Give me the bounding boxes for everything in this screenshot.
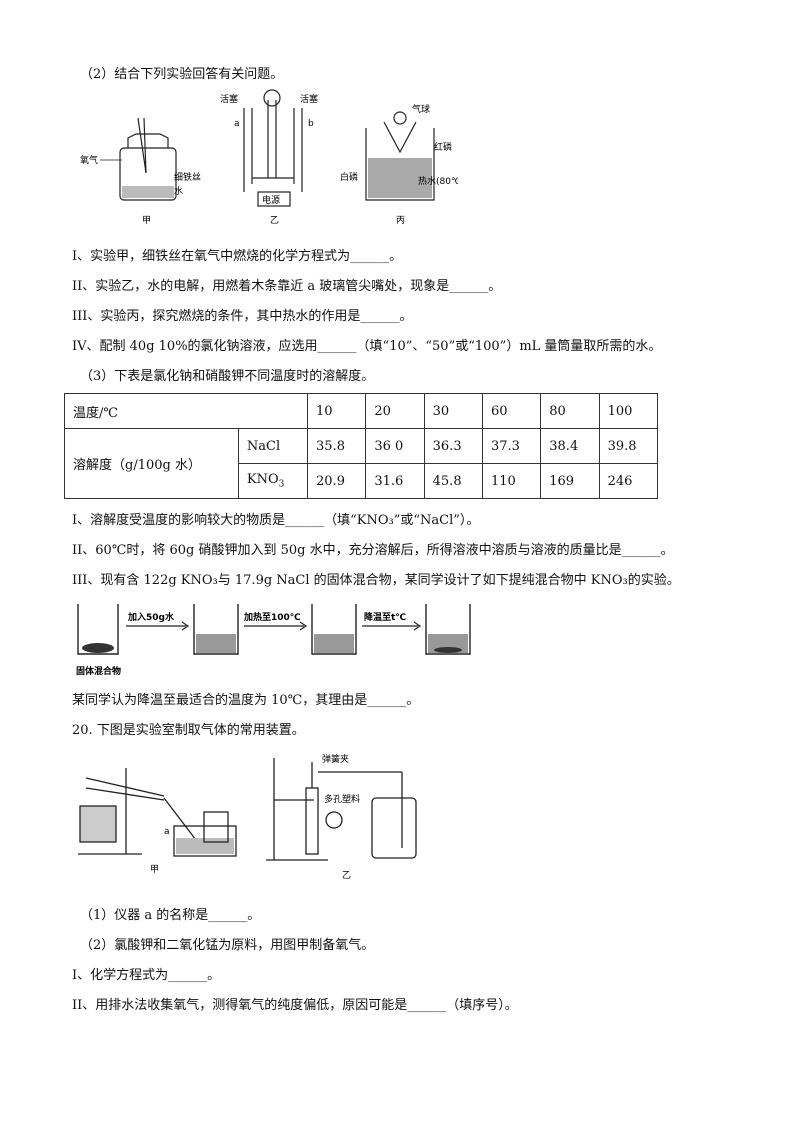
- flow-caption: 固体混合物: [76, 665, 121, 677]
- nacl-value: 38.4: [540, 428, 600, 464]
- label-piston-left: 活塞: [220, 93, 238, 105]
- apparatus-yi-gas: [266, 758, 417, 861]
- nacl-value: 39.8: [598, 428, 659, 464]
- purification-flow-diagram: 加入50g水 加热至100℃ 降温至t℃ 固体混合物: [74, 598, 484, 682]
- label-piston-right: 活塞: [300, 93, 318, 105]
- apparatus-bing: [365, 111, 435, 201]
- nacl-value: 36 0: [365, 428, 425, 464]
- temp-cell: 100: [598, 393, 659, 429]
- temp-cell: 10: [307, 393, 367, 429]
- table-row: 溶解度（g/100g 水） NaCl 35.8 36 0 36.3 37.3 3…: [64, 428, 659, 499]
- kno3-value: 169: [540, 463, 600, 499]
- label-hot-water: 热水(80℃): [418, 175, 458, 187]
- flow-step-1: 加入50g水: [127, 611, 175, 623]
- part2-intro: （2）结合下列实验回答有关问题。: [80, 67, 284, 82]
- label-a-jia: a: [164, 827, 170, 837]
- flow-step-2: 加热至100℃: [243, 611, 301, 623]
- flow-step-3: 降温至t℃: [364, 611, 406, 623]
- table-question-iii: III、现有含 122g KNO₃与 17.9g NaCl 的固体混合物，某同学…: [72, 573, 680, 588]
- nacl-value: 37.3: [481, 428, 542, 464]
- question-ii: II、实验乙，水的电解，用燃着木条靠近 a 玻璃管尖嘴处，现象是______。: [72, 279, 502, 294]
- label-oxygen: 氧气: [80, 154, 98, 166]
- nacl-value: 35.8: [307, 428, 367, 464]
- table-row: 温度/℃ 10 20 30 60 80 100: [63, 393, 659, 429]
- apparatus-jia-heating: [78, 768, 237, 857]
- reason-question: 某同学认为降温至最适合的温度为 10℃，其理由是______。: [72, 693, 420, 708]
- temp-cell: 60: [481, 393, 542, 429]
- table-question-i: I、溶解度受温度的影响较大的物质是______（填“KNO₃”或“NaCl”）。: [72, 513, 480, 528]
- apparatus-yi: [243, 89, 303, 207]
- kno3-value: 31.6: [365, 463, 425, 499]
- table-question-ii: II、60℃时，将 60g 硝酸钾加入到 50g 水中，充分溶解后，所得溶液中溶…: [72, 543, 674, 558]
- label-red-p: 红磷: [434, 141, 452, 153]
- label-yi-20: 乙: [342, 870, 351, 881]
- label-balloon: 气球: [412, 103, 430, 115]
- q20-stem: 20. 下图是实验室制取气体的常用装置。: [72, 723, 305, 738]
- kno3-value: 110: [481, 463, 542, 499]
- question-iv: IV、配制 40g 10%的氯化钠溶液，应选用______（填“10”、“50”…: [72, 339, 662, 354]
- label-clamp: 弹簧夹: [322, 753, 349, 765]
- temp-cell: 80: [540, 393, 600, 429]
- table-row: KNO3 20.9 31.6 45.8 110 169 246: [65, 463, 659, 499]
- question-i: I、实验甲，细铁丝在氧气中燃烧的化学方程式为______。: [72, 249, 403, 264]
- experiment-figure-jia-yi-bing: 氧气 细铁丝 水 甲 活塞 活塞 a b 电源 乙: [78, 88, 458, 233]
- label-plate: 多孔塑料: [324, 793, 360, 805]
- kno3-label: KNO3: [237, 463, 309, 499]
- kno3-value: 246: [598, 463, 659, 499]
- solubility-label: 溶解度（g/100g 水）: [64, 428, 239, 499]
- temp-header: 温度/℃: [63, 393, 309, 429]
- q20-part1: （1）仪器 a 的名称是______。: [80, 908, 261, 923]
- label-water: 水: [174, 185, 183, 197]
- solubility-table: 温度/℃ 10 20 30 60 80 100 溶解度（g/100g 水） Na…: [63, 393, 659, 499]
- label-wire: 细铁丝: [174, 171, 201, 183]
- temp-cell: 20: [365, 393, 425, 429]
- q20-part2-ii: II、用排水法收集氧气，测得氧气的纯度偏低，原因可能是______（填序号）。: [72, 998, 518, 1013]
- q20-part2: （2）氯酸钾和二氧化锰为原料，用图甲制备氧气。: [80, 938, 375, 953]
- q20-part2-i: I、化学方程式为______。: [72, 968, 221, 983]
- label-bing: 丙: [396, 215, 405, 226]
- temp-cell: 30: [423, 393, 483, 429]
- label-white-p: 白磷: [340, 171, 358, 183]
- label-jia: 甲: [142, 215, 151, 226]
- label-a: a: [234, 119, 240, 129]
- gas-apparatus-figure: a 甲 弹簧夹 多孔塑料 乙: [72, 748, 432, 888]
- nacl-value: 36.3: [423, 428, 483, 464]
- apparatus-jia: [119, 117, 177, 201]
- kno3-value: 20.9: [307, 463, 367, 499]
- nacl-label: NaCl: [237, 428, 309, 464]
- label-jia-20: 甲: [150, 864, 159, 875]
- label-b: b: [308, 119, 314, 129]
- kno3-value: 45.8: [423, 463, 483, 499]
- part3-intro: （3）下表是氯化钠和硝酸钾不同温度时的溶解度。: [80, 369, 375, 384]
- label-power: 电源: [262, 194, 280, 206]
- label-yi: 乙: [270, 215, 279, 226]
- question-iii: III、实验丙，探究燃烧的条件，其中热水的作用是______。: [72, 309, 413, 324]
